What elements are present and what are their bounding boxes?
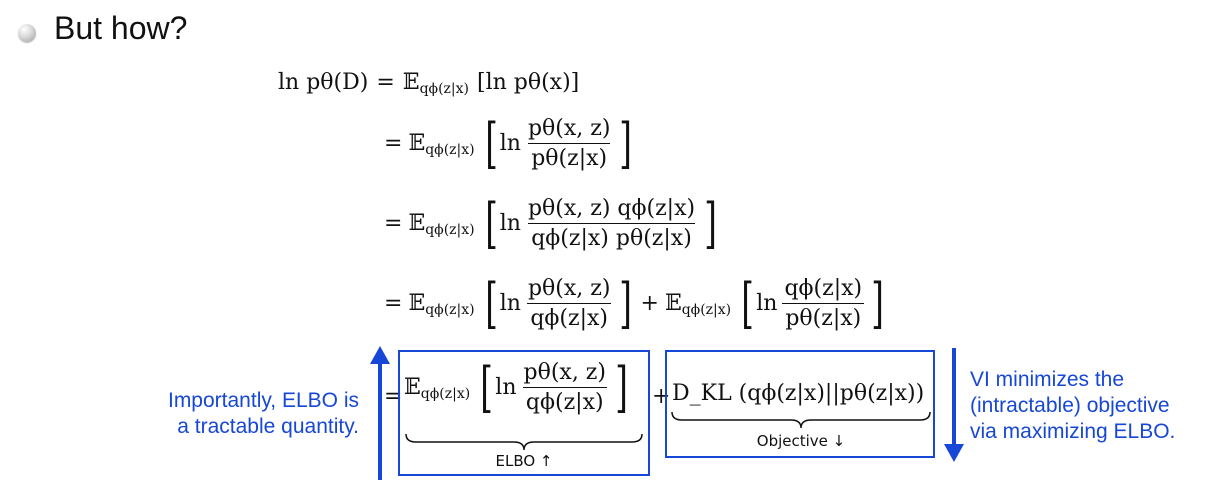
equation-line-4: = 𝔼 qϕ(z|x) [ ln pθ(x, z) qϕ(z|x) ] + 𝔼 … bbox=[384, 276, 886, 331]
expectation-subscript: qϕ(z|x) bbox=[425, 221, 475, 238]
numerator: pθ(x, z) bbox=[527, 116, 611, 141]
objective-underbrace bbox=[671, 411, 931, 429]
left-bracket: [ bbox=[741, 271, 755, 335]
right-annotation: VI minimizes the (intractable) objective… bbox=[970, 367, 1210, 445]
expectation-symbol: 𝔼 bbox=[664, 291, 682, 316]
slide-heading: But how? bbox=[54, 10, 188, 46]
expectation-subscript: qϕ(z|x) bbox=[419, 80, 469, 97]
annotation-line: VI minimizes the bbox=[970, 368, 1125, 391]
expectation-symbol: 𝔼 bbox=[402, 70, 420, 95]
elbo-term: 𝔼 qϕ(z|x) [ ln pθ(x, z) qϕ(z|x) ] bbox=[404, 360, 630, 415]
elbo-label: ELBO ↑ bbox=[495, 452, 553, 470]
denominator: qϕ(z|x) pθ(z|x) bbox=[528, 223, 695, 251]
equals-sign: = bbox=[384, 131, 403, 156]
ln-symbol: ln bbox=[499, 291, 521, 316]
bullet-icon bbox=[18, 24, 36, 42]
plus-sign: + bbox=[640, 291, 659, 316]
ln-symbol: ln bbox=[499, 211, 521, 236]
fraction: qϕ(z|x) pθ(z|x) bbox=[781, 276, 865, 331]
elbo-underbrace bbox=[405, 433, 643, 451]
equation-line-1: ln pθ(D) = 𝔼 qϕ(z|x) [ln pθ(x)] bbox=[278, 70, 580, 97]
expectation-subscript: qϕ(z|x) bbox=[425, 141, 475, 158]
numerator: pθ(x, z) bbox=[527, 276, 611, 301]
equation-line-2: = 𝔼 qϕ(z|x) [ ln pθ(x, z) pθ(z|x) ] bbox=[384, 116, 635, 171]
numerator: qϕ(z|x) bbox=[784, 276, 863, 301]
numerator: pθ(x, z) bbox=[523, 360, 606, 385]
denominator: qϕ(z|x) bbox=[527, 303, 611, 331]
annotation-line: via maximizing ELBO. bbox=[970, 420, 1176, 443]
annotation-line: (intractable) objective bbox=[970, 394, 1170, 417]
fraction: pθ(x, z) qϕ(z|x) qϕ(z|x) pθ(z|x) bbox=[525, 196, 698, 251]
right-bracket: ] bbox=[871, 271, 884, 335]
right-bracket: ] bbox=[619, 111, 633, 175]
up-arrow-icon bbox=[370, 346, 390, 480]
objective-label: Objective ↓ bbox=[756, 432, 846, 450]
fraction: pθ(x, z) qϕ(z|x) bbox=[525, 276, 613, 331]
objective-box bbox=[665, 350, 935, 458]
denominator: pθ(z|x) bbox=[528, 143, 611, 171]
left-bracket: [ bbox=[484, 271, 498, 335]
left-bracket: [ bbox=[480, 355, 494, 419]
kl-term: D_KL (qϕ(z|x)||pθ(z|x)) bbox=[672, 381, 925, 406]
expectation-symbol: 𝔼 bbox=[404, 375, 421, 400]
denominator: qϕ(z|x) bbox=[522, 387, 607, 415]
elbo-box bbox=[398, 350, 650, 476]
equals-sign: = bbox=[384, 291, 403, 316]
expectation-subscript: qϕ(z|x) bbox=[681, 301, 732, 318]
equals-sign: = bbox=[376, 70, 395, 95]
expectation-symbol: 𝔼 bbox=[408, 211, 426, 236]
down-arrow-icon bbox=[944, 348, 964, 462]
left-bracket: [ bbox=[484, 111, 498, 175]
ln-symbol: ln bbox=[756, 291, 778, 316]
lhs: ln pθ(D) bbox=[278, 70, 369, 95]
ln-symbol: ln bbox=[495, 375, 517, 400]
fraction: pθ(x, z) qϕ(z|x) bbox=[521, 360, 609, 415]
denominator: pθ(z|x) bbox=[782, 303, 865, 331]
equation-line-3: = 𝔼 qϕ(z|x) [ ln pθ(x, z) qϕ(z|x) qϕ(z|x… bbox=[384, 196, 719, 251]
right-bracket: ] bbox=[704, 191, 717, 255]
expectation-symbol: 𝔼 bbox=[408, 291, 426, 316]
left-annotation: Importantly, ELBO is a tractable quantit… bbox=[143, 388, 359, 440]
left-bracket: [ bbox=[484, 191, 498, 255]
annotation-line: a tractable quantity. bbox=[177, 415, 359, 438]
equals-sign-line5: = bbox=[384, 384, 403, 409]
equals-sign: = bbox=[384, 211, 403, 236]
right-bracket: ] bbox=[615, 355, 628, 419]
annotation-line: Importantly, ELBO is bbox=[167, 389, 359, 412]
expectation-subscript: qϕ(z|x) bbox=[420, 385, 471, 402]
fraction: pθ(x, z) pθ(z|x) bbox=[525, 116, 613, 171]
numerator: pθ(x, z) qϕ(z|x) bbox=[527, 196, 696, 221]
expectation-subscript: qϕ(z|x) bbox=[425, 301, 475, 318]
expectation-symbol: 𝔼 bbox=[408, 131, 426, 156]
right-bracket: ] bbox=[619, 271, 633, 335]
line1-term: [ln pθ(x)] bbox=[476, 70, 580, 95]
ln-symbol: ln bbox=[499, 131, 521, 156]
